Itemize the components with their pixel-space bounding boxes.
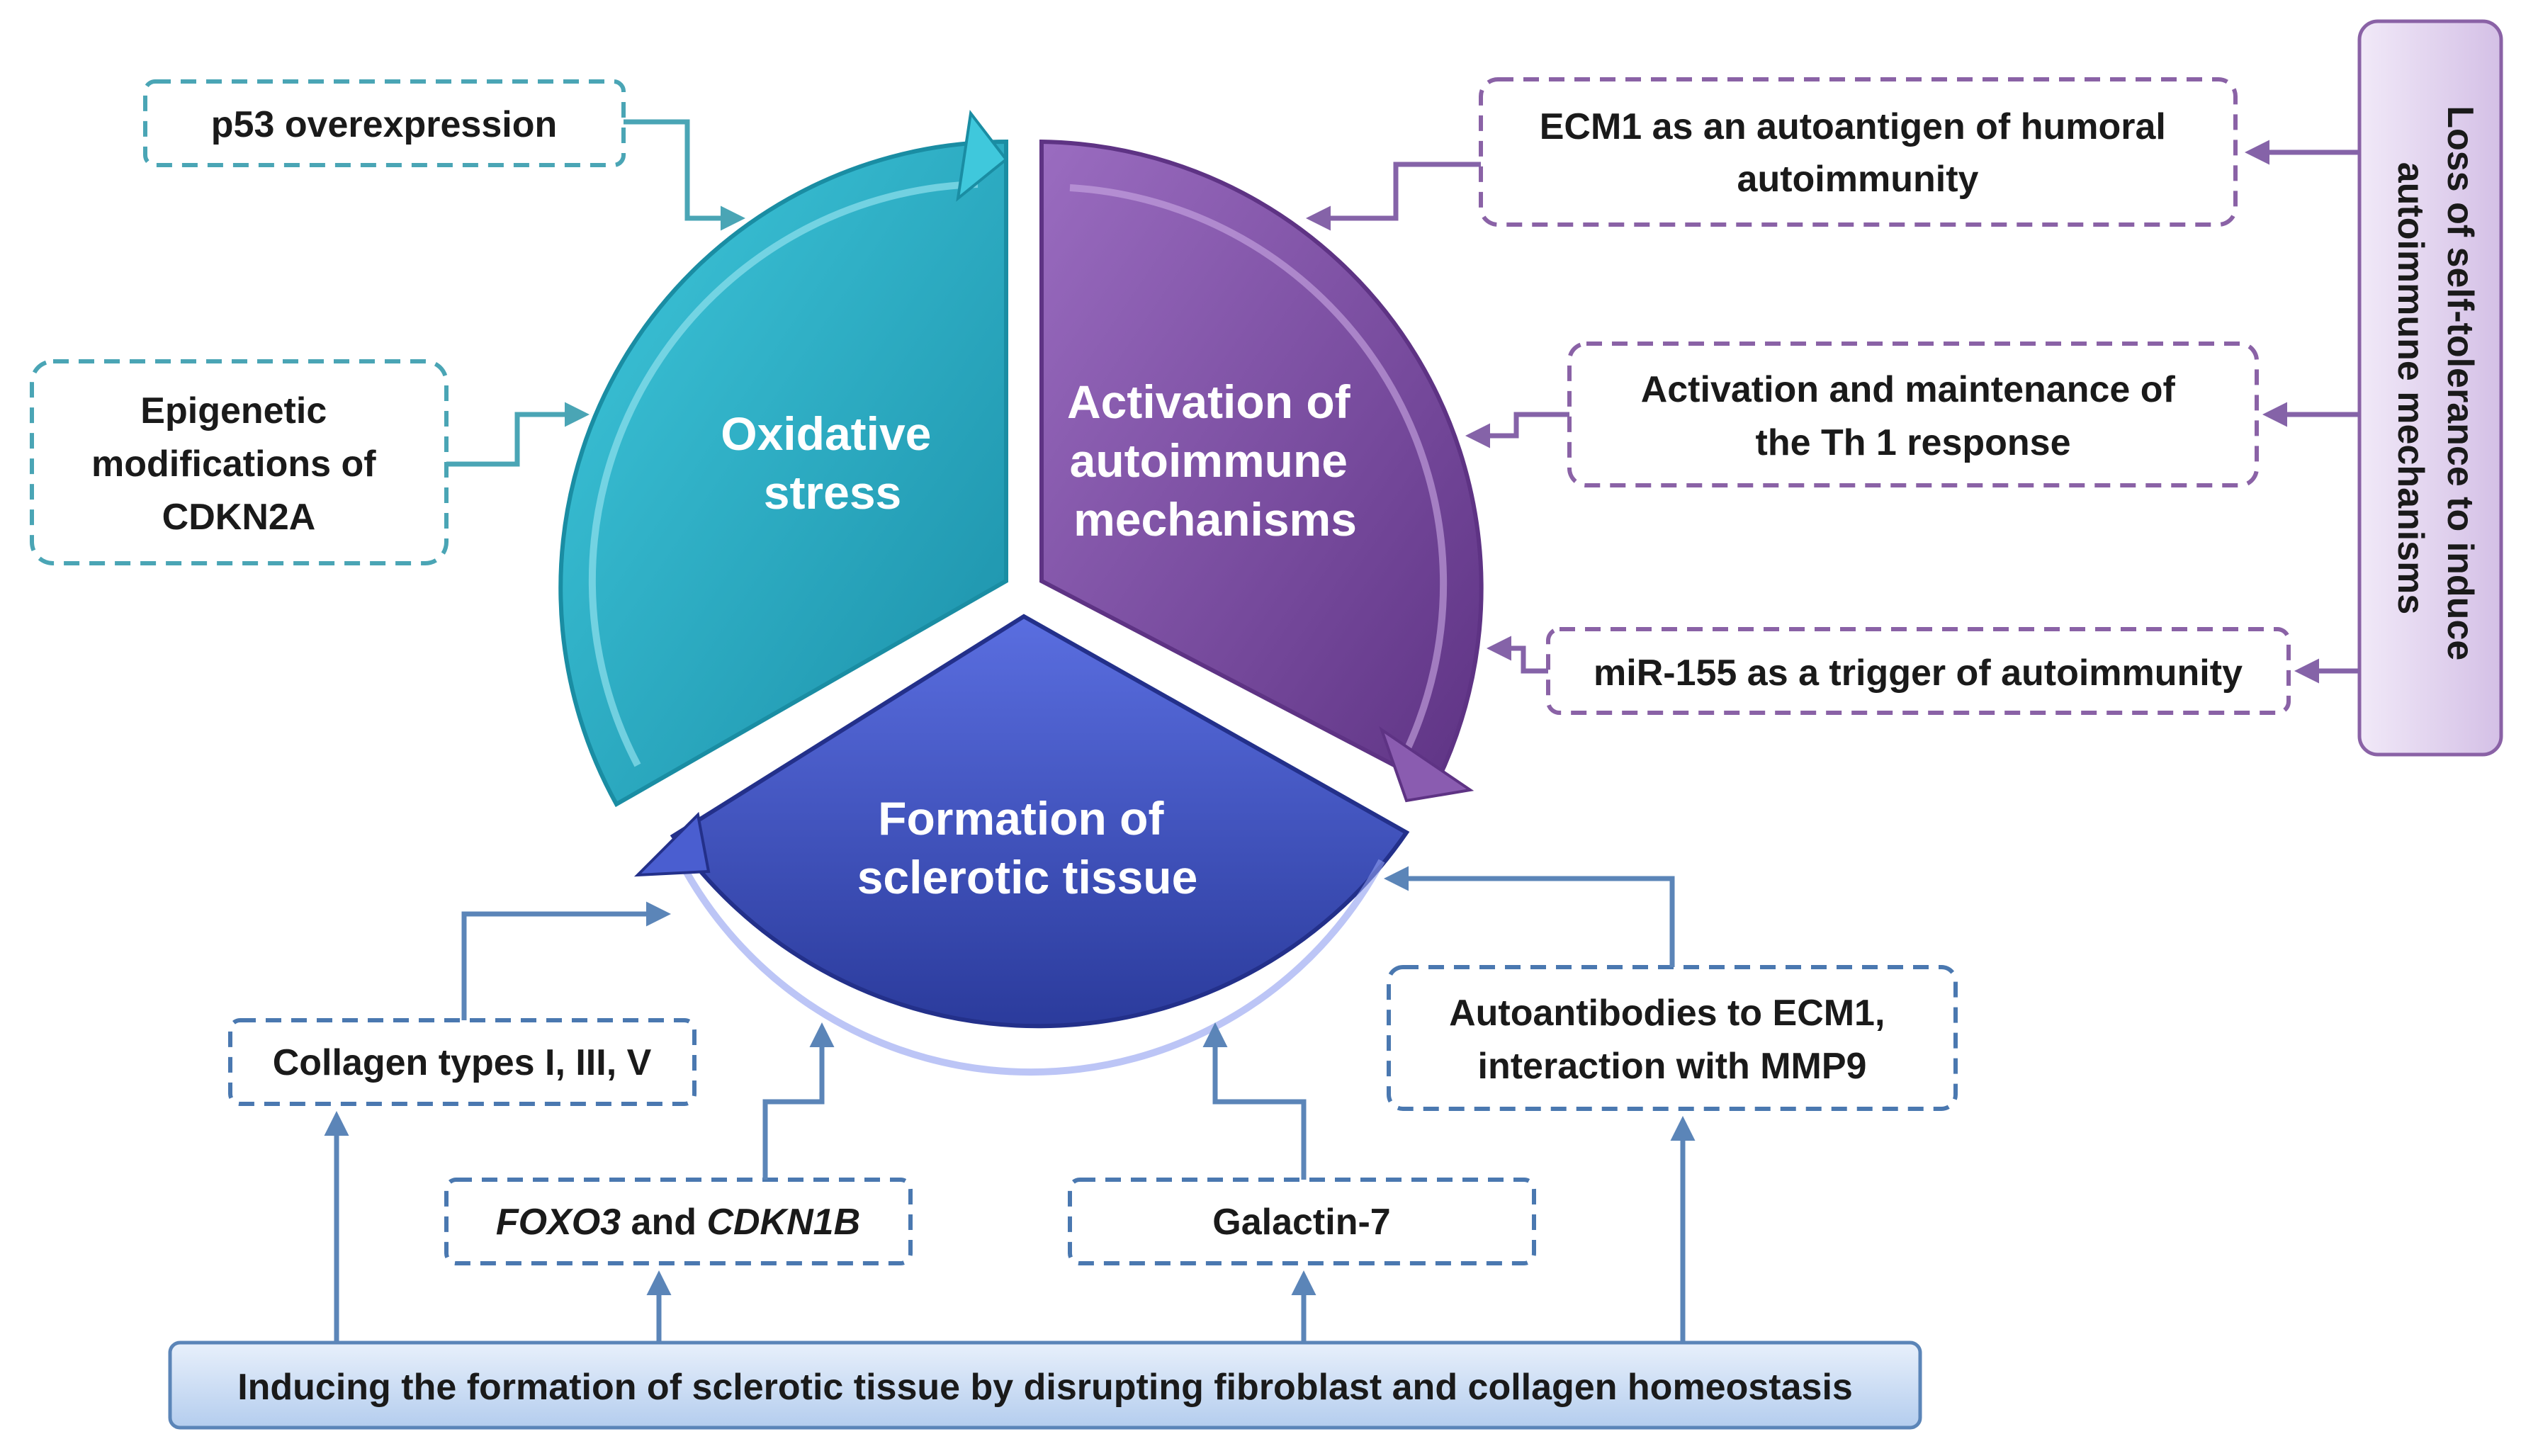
arrow-th1 [1465,412,1569,448]
ecm1-label-line2: autoimmunity [1737,159,1979,200]
mir155-label: miR-155 as a trigger of autoimmunity [1594,653,2243,694]
svg-text:Inducing the formation of scle: Inducing the formation of sclerotic tiss… [237,1367,1853,1408]
bottom-banner-label: Inducing the formation of sclerotic tiss… [237,1367,1853,1408]
th1-label-line2: the Th 1 response [1756,422,2071,463]
segment-autoimmune-arc-arrow [1069,184,1448,753]
autoimmune-label-line3: mechanisms [1073,493,1357,546]
svg-text:FOXO3 and CDKN1B: FOXO3 and CDKN1B [496,1202,860,1243]
arrow-p53 [624,119,745,231]
autoantibodies-label-line2: interaction with MMP9 [1478,1046,1867,1087]
sclerotic-label-line2: sclerotic tissue [857,851,1198,903]
oxidative-label-line2: stress [764,466,902,519]
svg-text:Loss of self-tolerance to indu: Loss of self-tolerance to induce autoimm… [2390,106,2481,670]
autoantibodies-label-line1: Autoantibodies to ECM1, [1449,993,1885,1034]
th1-label-line1: Activation and maintenance of [1641,369,2176,410]
arrow-ecm1 [1306,162,1481,231]
box-foxo3 [444,1178,913,1265]
epigenetic-label-line3: CDKN2A [162,497,316,538]
svg-text:Activation of autoimmune: Activation of autoimmune mechanisms [1067,376,1363,546]
oxidative-label-line1: Oxidative [721,407,931,460]
segment-oxidative-stress [558,139,1008,808]
svg-text:Epigenetic modifications o: Epigenetic modifications of CDKN2A [91,390,386,538]
svg-text:miR-155 as a trigger of autoim: miR-155 as a trigger of autoimmunity [1594,653,2243,694]
foxo3-and-label: and [621,1202,706,1243]
svg-text:ECM1 as an autoantigen of humo: ECM1 as an autoantigen of humoral autoim… [1540,106,2177,200]
svg-text:Collagen types I, III, V: Collagen types I, III, V [273,1042,652,1083]
box-th1 [1567,342,2259,487]
svg-text:p53 overexpression: p53 overexpression [211,104,557,145]
arrow-galactin [1202,1022,1307,1180]
svg-text:Galactin-7: Galactin-7 [1212,1202,1390,1243]
box-mir155 [1546,627,2291,715]
side-panel-line2: autoimmune mechanisms [2390,162,2431,615]
sclerotic-label-line1: Formation of [878,792,1164,845]
arrow-foxo3 [762,1022,835,1180]
epigenetic-label-line2: modifications of [91,444,376,485]
arrow-mir155 [1487,636,1548,674]
autoimmune-arrowhead-icon [1379,726,1474,803]
collagen-label: Collagen types I, III, V [273,1042,652,1083]
svg-text:Formation of sclerotic tis: Formation of sclerotic tissue [857,792,1198,903]
box-ecm1 [1479,77,2238,227]
sclerotic-arrowhead-icon [633,811,711,877]
box-p53 [143,79,626,167]
arrow-collagen [461,901,671,1020]
svg-text:Autoantibodies to ECM1, in: Autoantibodies to ECM1, interaction with… [1449,993,1895,1087]
galactin-label: Galactin-7 [1212,1202,1390,1243]
foxo3-gene-label: FOXO3 [496,1202,621,1243]
segment-oxidative-arc-arrow [588,181,978,767]
box-autoantibodies [1387,965,1958,1111]
box-galactin [1068,1178,1536,1265]
autoimmune-label-line2: autoimmune [1070,434,1348,487]
segment-sclerotic-arc-arrow [677,859,1385,1076]
ecm1-label-line1: ECM1 as an autoantigen of humoral [1540,106,2166,147]
autoimmune-label-line1: Activation of [1067,376,1351,428]
p53-label: p53 overexpression [211,104,557,145]
side-panel-loss-of-self-tolerance [2357,19,2503,757]
bottom-banner [168,1341,1922,1430]
epigenetic-label-line1: Epigenetic [140,390,327,431]
arrow-autoantibodies [1384,866,1675,967]
segment-autoimmune [1039,139,1484,790]
oxidative-arrowhead-icon [956,110,1008,202]
svg-text:Activation and maintenance of: Activation and maintenance of the Th 1 r… [1641,369,2186,463]
arrow-epigenetic [446,402,590,467]
cdkn1b-gene-label: CDKN1B [706,1202,860,1243]
segment-sclerotic [670,614,1410,1029]
box-collagen [228,1018,696,1106]
svg-text:Oxidative stress: Oxidative stress [721,407,944,519]
side-panel-line1: Loss of self-tolerance to induce [2440,106,2481,660]
